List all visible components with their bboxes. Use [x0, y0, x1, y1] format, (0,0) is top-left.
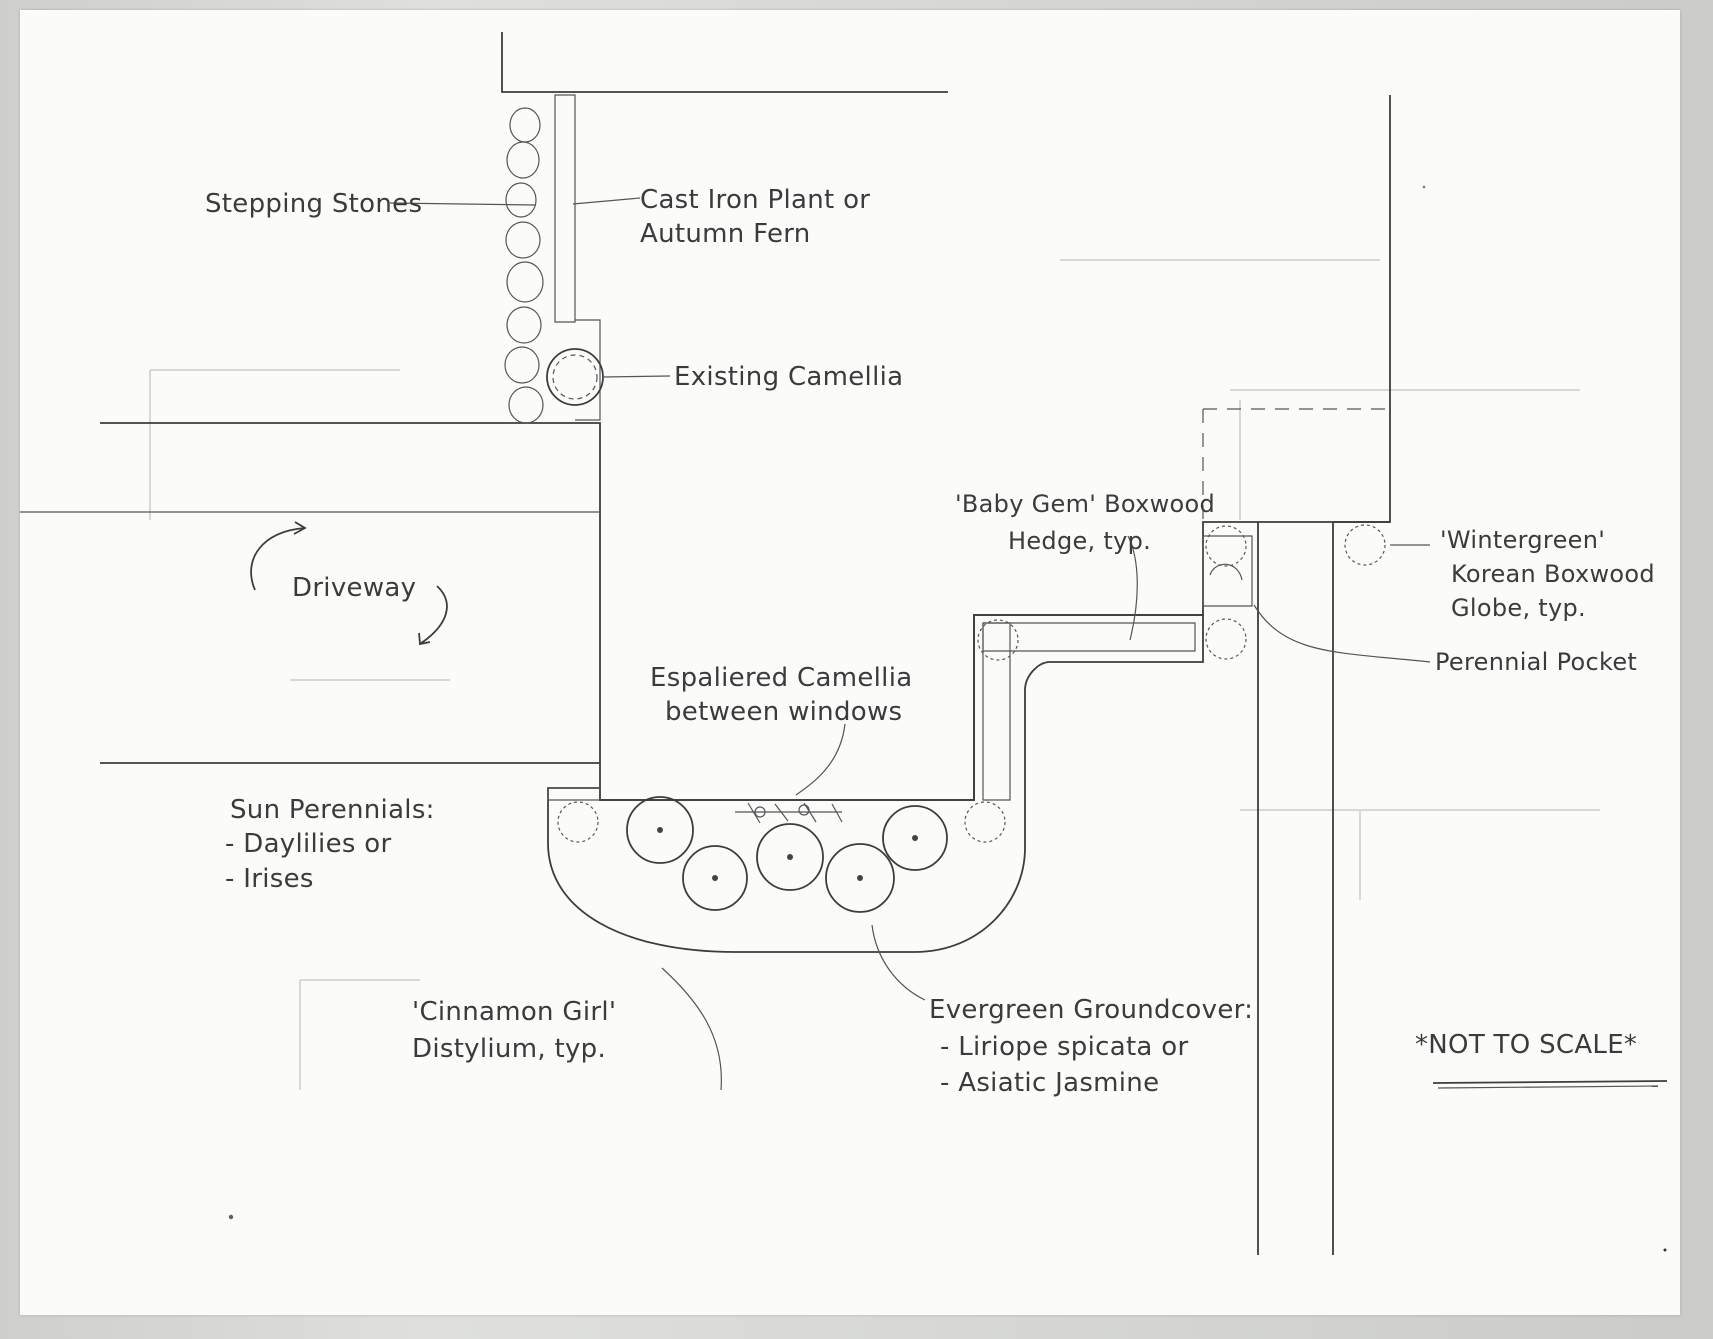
not-to-scale-underline-1	[1432, 1080, 1668, 1084]
label-cinnamon-line1: 'Cinnamon Girl'	[412, 997, 616, 1027]
label-driveway: Driveway	[292, 573, 416, 603]
label-wintergreen-line2: Korean Boxwood	[1451, 560, 1655, 588]
label-espaliered-line1: Espaliered Camellia	[650, 663, 912, 693]
perennial-pocket	[1202, 535, 1253, 607]
sketch-paper	[20, 10, 1680, 1315]
leader-lines	[389, 197, 1431, 1091]
driveway-arrow-bottom	[419, 585, 448, 645]
label-existing-camellia: Existing Camellia	[674, 362, 903, 392]
existing-camellia-symbol	[546, 348, 604, 406]
stepping-stones-path	[504, 107, 544, 424]
not-to-scale-underline-2	[1437, 1085, 1659, 1089]
label-evergreen-line3: - Asiatic Jasmine	[940, 1068, 1159, 1098]
espalier-camellia-symbol	[735, 802, 843, 824]
front-bed	[547, 614, 1204, 953]
label-baby-gem-line1: 'Baby Gem' Boxwood	[955, 490, 1215, 518]
label-perennial-pocket: Perennial Pocket	[1435, 648, 1637, 676]
paper-speck	[1663, 1248, 1667, 1252]
paper-speck	[228, 1214, 234, 1220]
boxwood-globes	[557, 524, 1386, 843]
label-cast-iron-line1: Cast Iron Plant or	[640, 185, 870, 215]
label-wintergreen-line1: 'Wintergreen'	[1440, 526, 1605, 554]
fern-strip	[554, 94, 601, 421]
label-evergreen-line2: - Liriope spicata or	[940, 1032, 1188, 1062]
label-cast-iron-line2: Autumn Fern	[640, 219, 811, 249]
label-sun-perennials-line1: Sun Perennials:	[230, 795, 435, 825]
label-espaliered-line2: between windows	[665, 697, 902, 727]
label-sun-perennials-line2: - Daylilies or	[225, 829, 391, 859]
label-not-to-scale: *NOT TO SCALE*	[1415, 1030, 1637, 1060]
label-baby-gem-line2: Hedge, typ.	[1008, 527, 1151, 555]
label-sun-perennials-line3: - Irises	[225, 864, 314, 894]
driveway-arrow-top	[250, 527, 306, 591]
label-evergreen-line1: Evergreen Groundcover:	[929, 995, 1253, 1025]
paper-speck	[1422, 185, 1426, 189]
label-wintergreen-line3: Globe, typ.	[1451, 594, 1586, 622]
driveway-arrow-bottom-head	[418, 632, 431, 646]
driveway-arrow-top-head	[293, 521, 307, 535]
distylium-shrubs	[626, 796, 948, 913]
bleedthrough-ghost-marks	[149, 259, 1600, 1090]
label-stepping-stones: Stepping Stones	[205, 189, 422, 219]
label-cinnamon-line2: Distylium, typ.	[412, 1034, 606, 1064]
